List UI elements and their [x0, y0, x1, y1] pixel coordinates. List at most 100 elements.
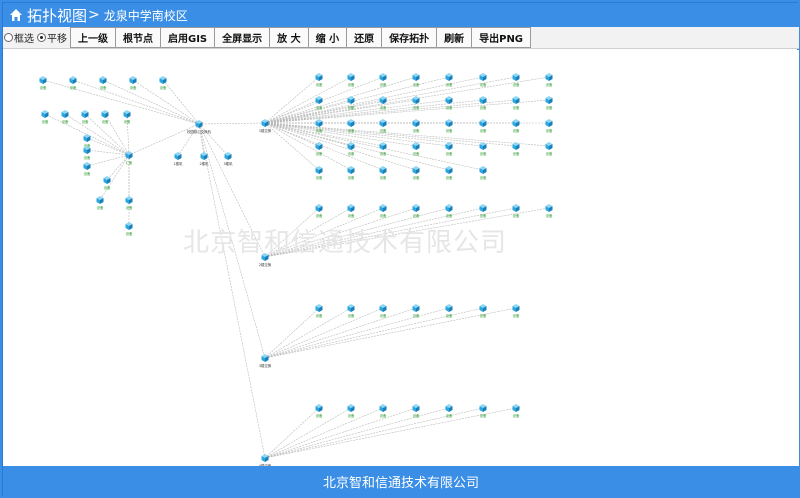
device-node[interactable]: 设备 — [412, 73, 420, 87]
device-node[interactable]: 设备 — [96, 196, 104, 210]
device-node[interactable]: 设备 — [379, 204, 387, 218]
device-node[interactable]: 设备 — [512, 119, 520, 133]
device-node[interactable]: 设备 — [61, 110, 69, 124]
device-node[interactable]: 设备 — [445, 96, 453, 110]
up-level-button[interactable]: 上一级 — [70, 27, 116, 48]
device-node[interactable]: 设备 — [315, 404, 323, 418]
device-node[interactable]: 设备 — [83, 134, 91, 148]
device-node[interactable]: 设备 — [445, 142, 453, 156]
save-topology-button[interactable]: 保存拓扑 — [381, 27, 438, 48]
device-node[interactable]: 设备 — [479, 96, 487, 110]
device-node[interactable]: 设备 — [379, 166, 387, 180]
device-node[interactable]: 设备 — [315, 142, 323, 156]
device-node[interactable]: 设备 — [545, 119, 553, 133]
device-node[interactable]: 设备 — [479, 304, 487, 318]
device-node[interactable]: 校园核心交换机 — [187, 120, 211, 134]
device-node[interactable]: 设备 — [479, 204, 487, 218]
device-node[interactable]: 设备 — [545, 204, 553, 218]
device-node[interactable]: 设备 — [83, 146, 91, 160]
mode-box-select[interactable]: 框选 — [4, 30, 34, 45]
device-node[interactable]: 设备 — [125, 222, 133, 236]
device-node[interactable]: 设备 — [412, 142, 420, 156]
device-node[interactable]: 设备 — [347, 96, 355, 110]
device-node[interactable]: 设备 — [512, 142, 520, 156]
device-node[interactable]: 设备 — [379, 73, 387, 87]
device-node[interactable]: 设备 — [479, 166, 487, 180]
device-node[interactable]: 设备 — [103, 176, 111, 190]
device-node[interactable]: 设备 — [545, 142, 553, 156]
device-node[interactable]: 3楼交换 — [259, 354, 272, 368]
device-node[interactable]: 设备 — [347, 166, 355, 180]
device-node[interactable]: 设备 — [512, 304, 520, 318]
export-png-button[interactable]: 导出PNG — [471, 27, 532, 48]
device-node[interactable]: 设备 — [545, 73, 553, 87]
device-node[interactable]: 4楼交换 — [259, 454, 272, 466]
device-node[interactable]: 设备 — [99, 76, 107, 90]
device-node[interactable]: 设备 — [479, 404, 487, 418]
device-node[interactable]: 3楼机 — [224, 152, 234, 166]
device-node[interactable]: 设备 — [69, 76, 77, 90]
device-node[interactable]: 设备 — [479, 119, 487, 133]
device-node[interactable]: 设备 — [412, 304, 420, 318]
device-node[interactable]: 设备 — [315, 96, 323, 110]
device-node[interactable]: 设备 — [445, 119, 453, 133]
device-node[interactable]: 汇聚 — [125, 151, 133, 165]
device-node[interactable]: 设备 — [412, 119, 420, 133]
device-node[interactable]: 设备 — [445, 73, 453, 87]
zoom-in-button[interactable]: 放 大 — [269, 27, 309, 48]
home-icon[interactable] — [9, 8, 23, 22]
device-node[interactable]: 设备 — [512, 204, 520, 218]
device-node[interactable]: 2楼交换 — [259, 253, 272, 267]
device-node[interactable]: 设备 — [347, 73, 355, 87]
topology-canvas[interactable]: 北京智和信通技术有限公司 设备设备设备设备设备设备设备设备设备设备设备设备设备设… — [3, 50, 799, 466]
fullscreen-button[interactable]: 全屏显示 — [214, 27, 271, 48]
device-node[interactable]: 设备 — [445, 404, 453, 418]
device-node[interactable]: 设备 — [379, 304, 387, 318]
device-node[interactable]: 1楼交换 — [259, 119, 272, 133]
device-node[interactable]: 设备 — [445, 166, 453, 180]
device-node[interactable]: 设备 — [412, 166, 420, 180]
device-node[interactable]: 设备 — [125, 196, 133, 210]
device-node[interactable]: 设备 — [41, 110, 49, 124]
breadcrumb-school[interactable]: 龙泉中学南校区 — [103, 8, 188, 23]
device-node[interactable]: 设备 — [315, 119, 323, 133]
radio-box-select[interactable] — [4, 33, 13, 42]
enable-gis-button[interactable]: 启用GIS — [160, 27, 216, 48]
device-node[interactable]: 设备 — [512, 404, 520, 418]
topology-graph[interactable]: 设备设备设备设备设备设备设备设备设备设备设备设备设备设备设备设备设备汇聚设备设备… — [3, 50, 799, 466]
device-node[interactable]: 设备 — [445, 204, 453, 218]
radio-pan[interactable] — [37, 33, 46, 42]
device-node[interactable]: 设备 — [379, 119, 387, 133]
refresh-button[interactable]: 刷新 — [436, 27, 473, 48]
device-node[interactable]: 设备 — [445, 304, 453, 318]
device-node[interactable]: 设备 — [83, 162, 91, 176]
device-node[interactable]: 设备 — [81, 110, 89, 124]
device-node[interactable]: 设备 — [412, 404, 420, 418]
device-node[interactable]: 设备 — [412, 204, 420, 218]
device-node[interactable]: 设备 — [39, 76, 47, 90]
device-node[interactable]: 设备 — [129, 76, 137, 90]
device-node[interactable]: 设备 — [412, 96, 420, 110]
device-node[interactable]: 设备 — [379, 142, 387, 156]
device-node[interactable]: 设备 — [347, 204, 355, 218]
device-node[interactable]: 设备 — [347, 304, 355, 318]
device-node[interactable]: 设备 — [315, 304, 323, 318]
device-node[interactable]: 设备 — [347, 404, 355, 418]
device-node[interactable]: 设备 — [123, 110, 131, 124]
device-node[interactable]: 设备 — [379, 96, 387, 110]
zoom-out-button[interactable]: 缩 小 — [307, 27, 348, 48]
device-node[interactable]: 设备 — [545, 96, 553, 110]
device-node[interactable]: 1楼机 — [174, 152, 184, 166]
restore-button[interactable]: 还原 — [346, 27, 383, 48]
device-node[interactable]: 设备 — [159, 76, 167, 90]
device-node[interactable]: 设备 — [315, 73, 323, 87]
device-node[interactable]: 设备 — [347, 142, 355, 156]
root-node-button[interactable]: 根节点 — [115, 27, 161, 48]
device-node[interactable]: 设备 — [512, 73, 520, 87]
device-node[interactable]: 设备 — [479, 73, 487, 87]
device-node[interactable]: 设备 — [315, 166, 323, 180]
device-node[interactable]: 2楼机 — [200, 152, 210, 166]
device-node[interactable]: 设备 — [379, 404, 387, 418]
device-node[interactable]: 设备 — [479, 142, 487, 156]
device-node[interactable]: 设备 — [315, 204, 323, 218]
